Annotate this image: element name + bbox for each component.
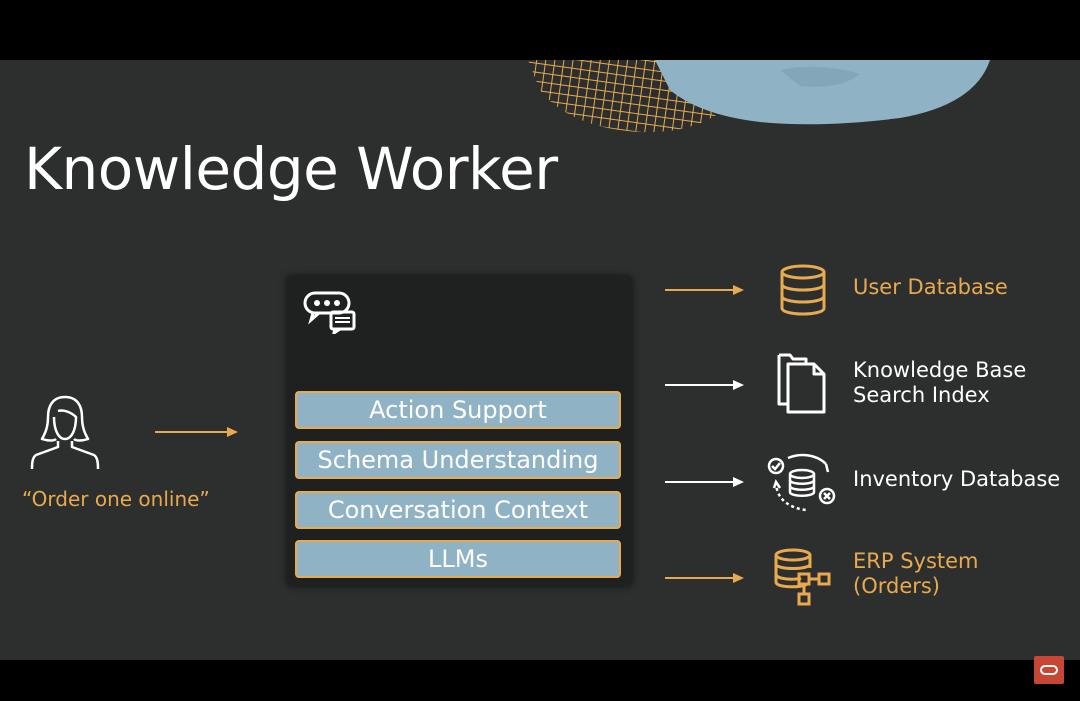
arrow-to-erp-system (665, 571, 747, 585)
target-line: (Orders) (853, 574, 979, 599)
layer-schema-understanding: Schema Understanding (295, 441, 621, 479)
oracle-logo-icon (1034, 656, 1064, 684)
layer-conversation-context: Conversation Context (295, 491, 621, 529)
oracle-ring-shape (1040, 665, 1058, 675)
arrow-to-user-database (665, 283, 747, 297)
erp-hierarchy-icon (773, 548, 835, 606)
target-line: Knowledge Base (853, 358, 1026, 383)
digital-assistant-panel: Action Support Schema Understanding Conv… (287, 276, 632, 586)
target-label-inventory-database: Inventory Database (853, 467, 1060, 492)
database-icon (778, 264, 828, 316)
layer-action-support: Action Support (295, 391, 621, 429)
target-label-erp-system: ERP System (Orders) (853, 549, 979, 599)
person-icon (30, 393, 100, 471)
target-label-knowledge-base: Knowledge Base Search Index (853, 358, 1026, 408)
inventory-cycle-icon (766, 452, 838, 514)
slide: Knowledge Worker “Order one online” (0, 60, 1080, 660)
target-line: Search Index (853, 383, 1026, 408)
target-line: User Database (853, 275, 1008, 300)
target-label-user-database: User Database (853, 275, 1008, 300)
chat-bubbles-icon (303, 290, 357, 334)
documents-icon (776, 352, 828, 414)
arrow-to-inventory-database (665, 475, 747, 489)
user-quote: “Order one online” (22, 487, 210, 511)
target-line: Inventory Database (853, 467, 1060, 492)
target-line: ERP System (853, 549, 979, 574)
layer-llms: LLMs (295, 540, 621, 578)
arrow-to-knowledge-base (665, 378, 747, 392)
slide-title: Knowledge Worker (24, 135, 558, 203)
input-arrow (155, 425, 240, 439)
